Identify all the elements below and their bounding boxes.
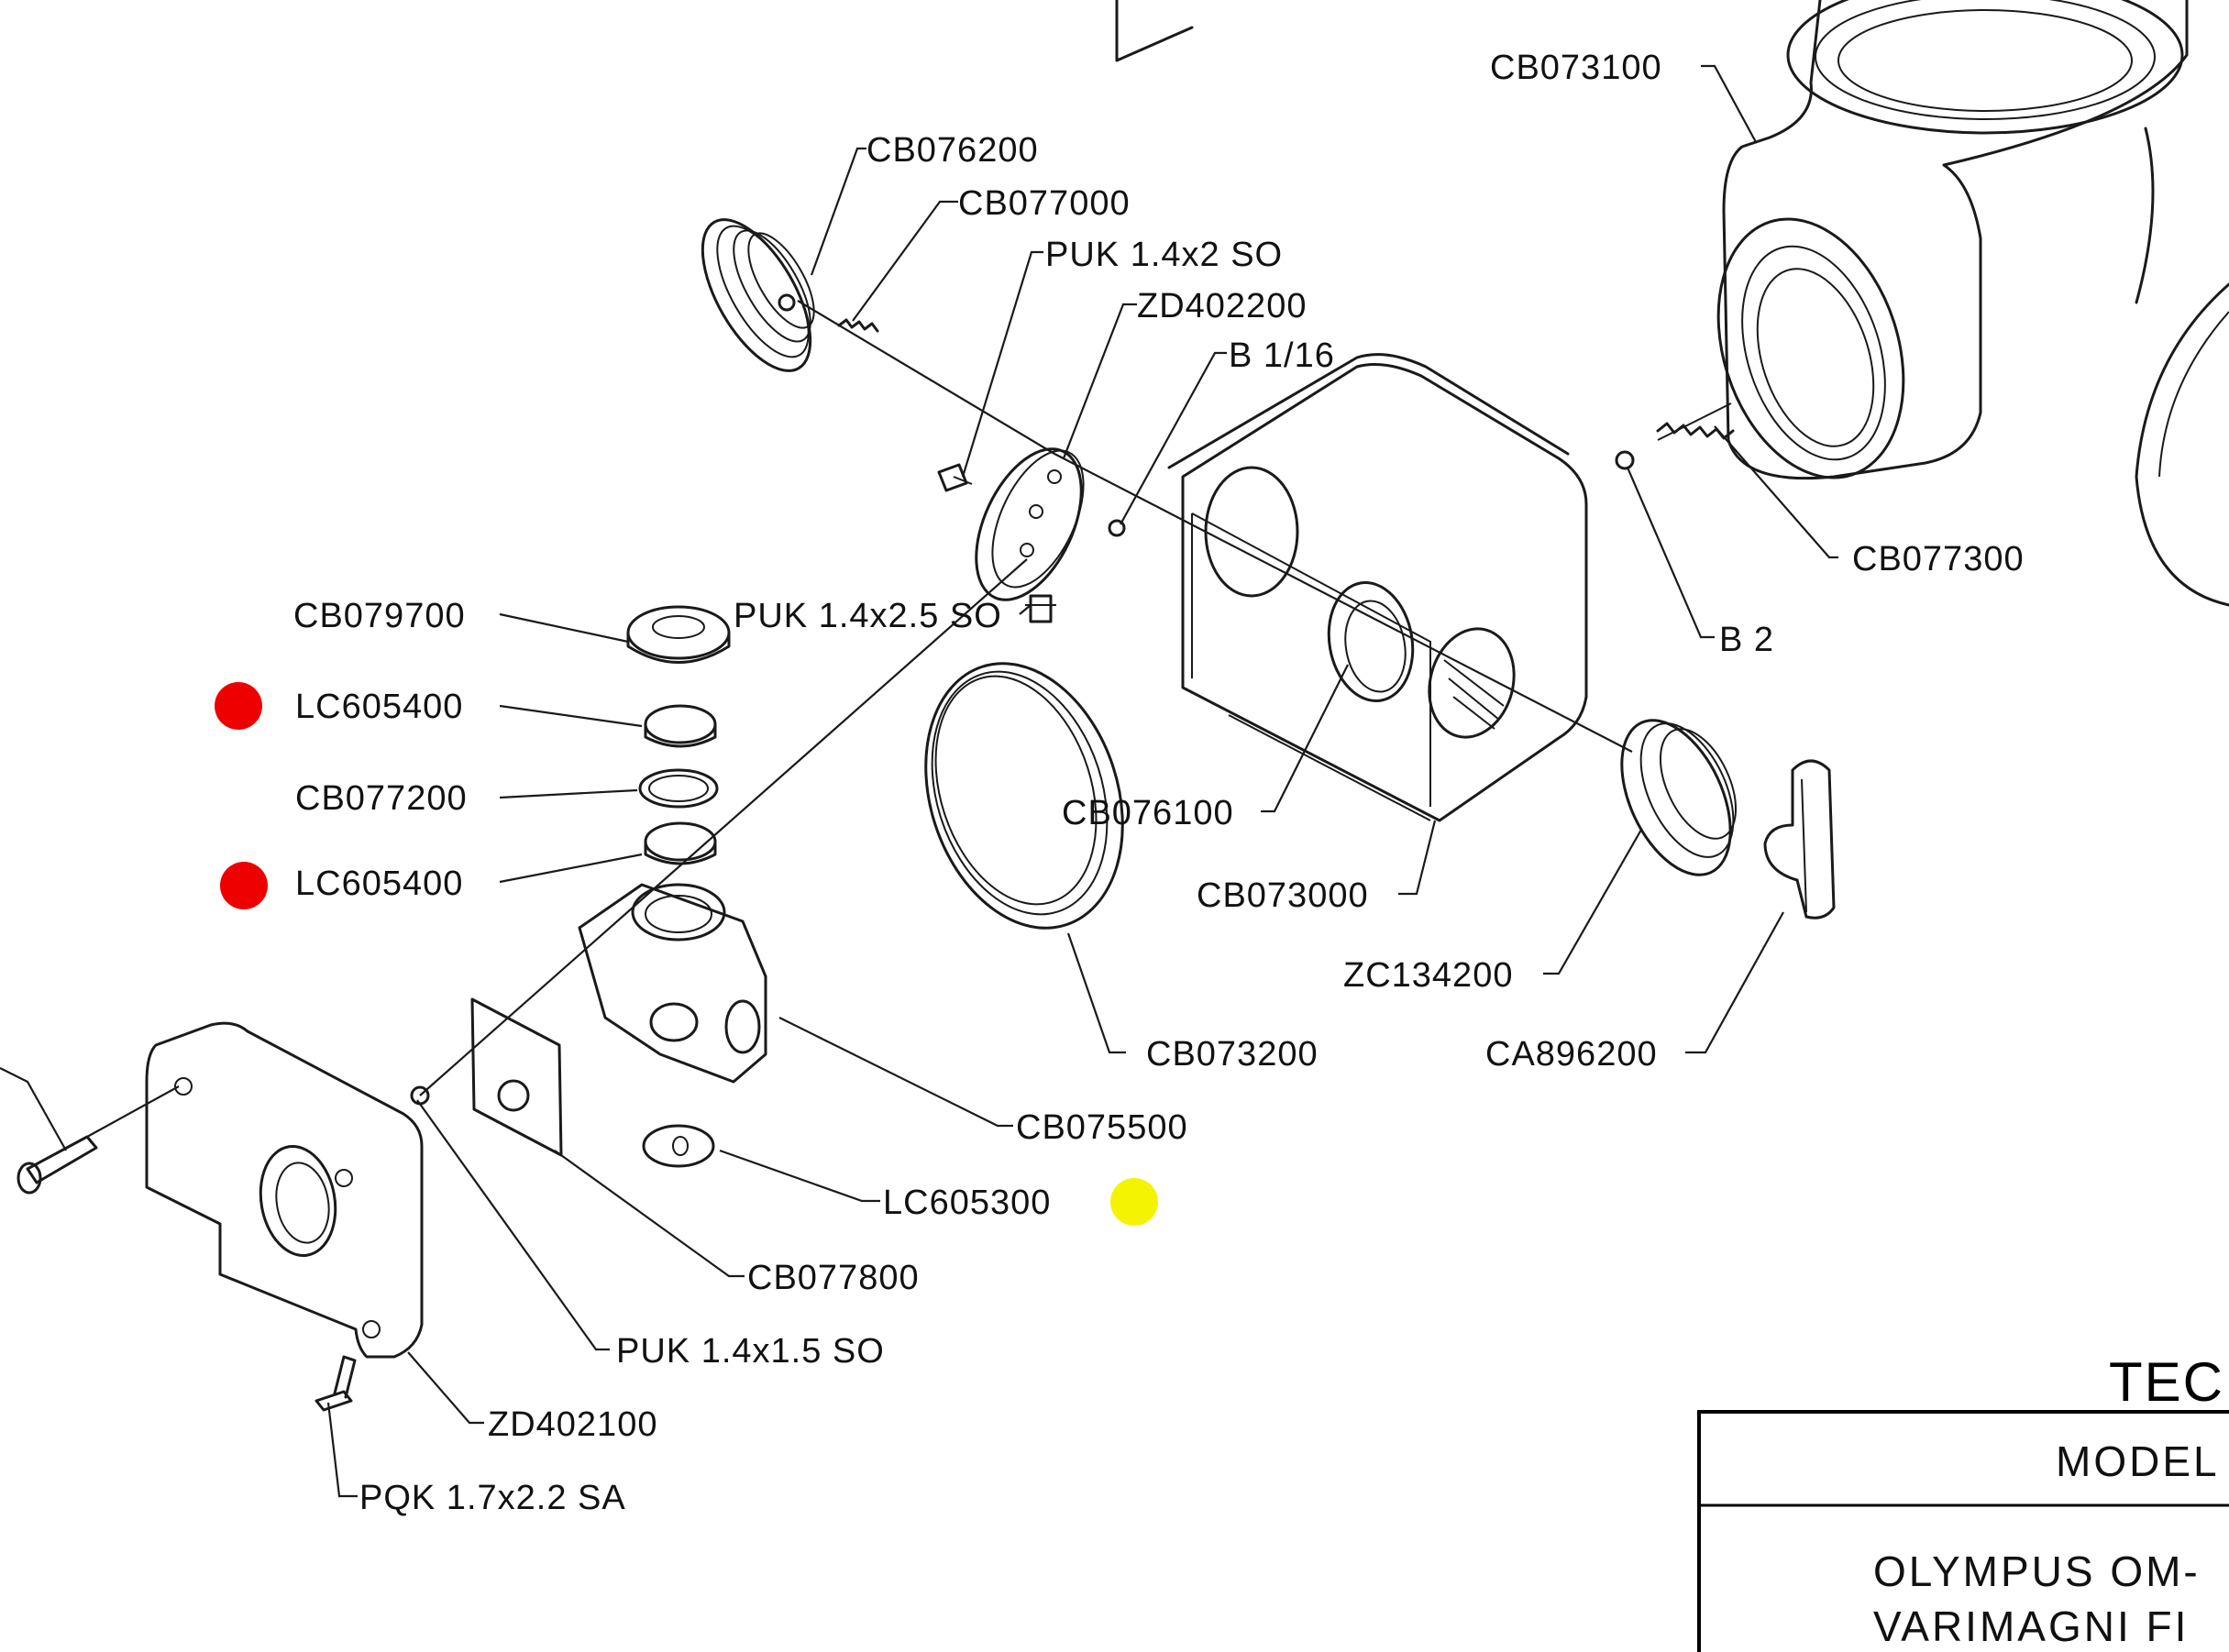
label-b-1-16: B 1/16 — [1229, 336, 1335, 375]
label-cb077000: CB077000 — [958, 184, 1131, 223]
main-body-part — [1054, 353, 1633, 822]
o-ring-part — [638, 768, 719, 809]
label-b-2: B 2 — [1719, 621, 1774, 659]
label-zc134200: ZC134200 — [1343, 956, 1513, 995]
label-lc605400-a: LC605400 — [295, 688, 463, 726]
lens-element-part-b — [644, 821, 717, 865]
prism-block-part — [578, 883, 767, 1084]
spring-part — [1615, 402, 1735, 470]
lens-disc-part — [642, 1124, 715, 1168]
label-cb075500: CB075500 — [1016, 1108, 1188, 1147]
part-labels: CB073100 CB076200 CB077000 PUK 1.4x2 SO … — [293, 49, 2025, 1517]
label-cb073000: CB073000 — [1197, 876, 1369, 915]
label-cb076200: CB076200 — [866, 131, 1039, 170]
lens-element-part-a — [644, 704, 717, 748]
label-cb073100: CB073100 — [1490, 49, 1662, 87]
label-cb073200: CB073200 — [1146, 1035, 1319, 1074]
red-marker-a — [215, 682, 262, 730]
eyecup-fragment — [2135, 282, 2229, 607]
red-marker-b — [220, 862, 268, 909]
label-zd402100: ZD402100 — [488, 1405, 657, 1444]
title-block-product-line-1: OLYMPUS OM- — [1873, 1547, 2201, 1595]
small-spring-part — [797, 300, 1055, 455]
title-block-frame — [1697, 1410, 2229, 1652]
label-cb077200: CB077200 — [295, 779, 468, 818]
top-bracket-fragment — [1115, 0, 1194, 62]
title-block: TEC MODEL OLYMPUS OM- VARIMAGNI FI — [1697, 1351, 2229, 1652]
adjust-ring-part — [626, 605, 731, 664]
label-cb077300: CB077300 — [1852, 540, 2025, 578]
mount-plate-part — [410, 997, 563, 1157]
ring-knob-part — [1620, 719, 1738, 876]
title-block-product-line-2: VARIMAGNI FI — [1873, 1602, 2189, 1650]
large-ring-part — [924, 662, 1124, 930]
label-lc605300: LC605300 — [883, 1184, 1051, 1222]
lever-part — [1763, 759, 1836, 920]
leader-lines — [0, 64, 1838, 1498]
label-cb076100: CB076100 — [1062, 794, 1234, 832]
label-puk-1-4x2-5: PUK 1.4x2.5 SO — [734, 597, 1002, 635]
yellow-marker — [1110, 1178, 1158, 1226]
screw-part — [1025, 594, 1056, 623]
disk-plate-part — [975, 447, 1126, 601]
adapter-frame-part — [145, 1021, 424, 1359]
eyepiece-housing-part — [1716, 0, 2189, 480]
flat-screw-part — [314, 1355, 357, 1412]
long-screw-part — [17, 1135, 98, 1195]
title-block-heading: TEC — [2109, 1351, 2224, 1413]
label-ca896200: CA896200 — [1485, 1035, 1658, 1074]
small-screw-part — [937, 463, 973, 492]
label-cb079700: CB079700 — [293, 597, 466, 635]
title-block-model-label: MODEL — [2056, 1437, 2220, 1485]
label-pqk-1-7x2-2: PQK 1.7x2.2 SA — [359, 1479, 626, 1517]
label-puk-1-4x1-5: PUK 1.4x1.5 SO — [616, 1332, 885, 1371]
label-cb077800: CB077800 — [747, 1259, 920, 1297]
label-zd402200: ZD402200 — [1137, 287, 1307, 325]
highlight-markers — [215, 682, 1158, 1226]
label-lc605400-b: LC605400 — [295, 865, 463, 903]
knob-part — [701, 218, 815, 372]
label-puk-1-4x2: PUK 1.4x2 SO — [1045, 236, 1283, 274]
